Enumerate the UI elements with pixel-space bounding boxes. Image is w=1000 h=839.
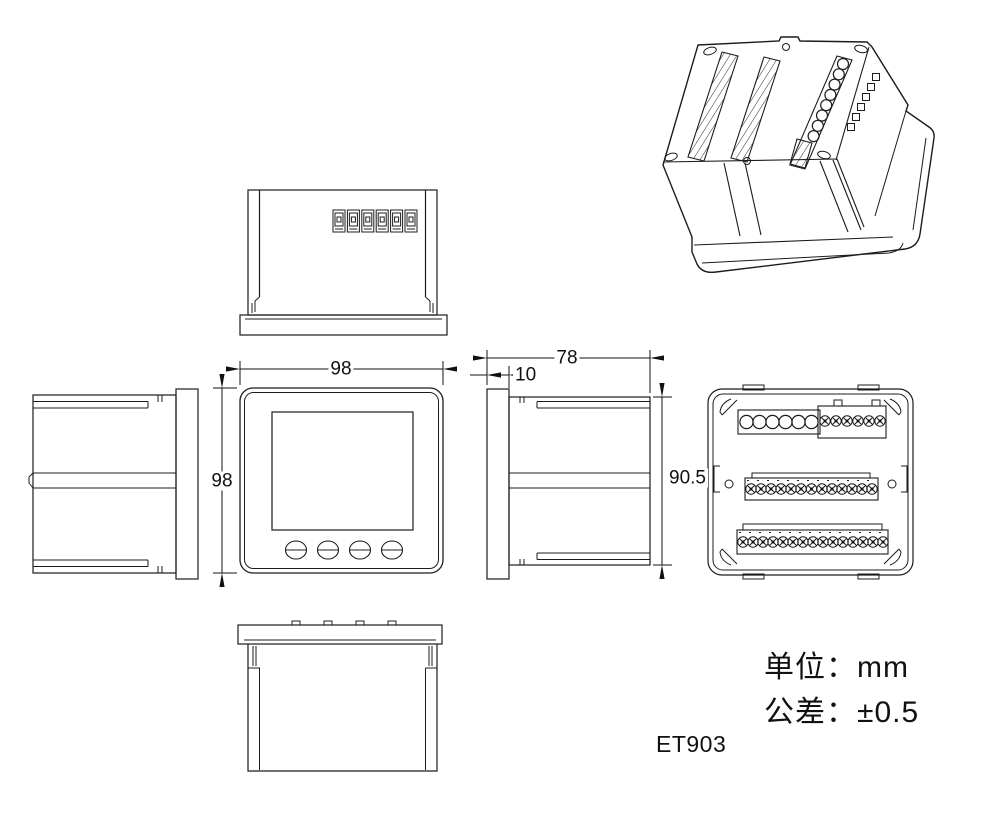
iso-terminal-strip-3	[789, 55, 853, 170]
unit-note: 单位：mm	[764, 651, 909, 684]
iso-side-connector	[847, 73, 880, 131]
front-view	[239, 387, 444, 574]
rear-corner-brackets	[719, 398, 902, 566]
bottom-view-button-marks	[291, 620, 397, 625]
top-view-body	[247, 189, 438, 316]
left-view-body	[32, 394, 177, 574]
rear-outline-inner	[712, 393, 909, 571]
bottom-view-rails	[248, 667, 437, 770]
dim-body-height-lines	[653, 383, 672, 579]
iso-left-rail	[723, 162, 762, 237]
front-buttons	[284, 540, 404, 560]
top-view-right-clip	[425, 296, 434, 313]
top-view	[239, 189, 448, 336]
bottom-view	[237, 620, 443, 772]
rear-middle-terminal-block	[724, 472, 897, 501]
right-view-middle-band	[509, 472, 650, 489]
tolerance-note: 公差：±0.5	[764, 696, 920, 729]
rear-view	[707, 384, 914, 580]
front-bezel-outer	[239, 387, 444, 574]
rear-side-notches	[713, 465, 908, 493]
rear-edge-tabs	[742, 384, 880, 580]
left-view-bezel	[175, 388, 199, 580]
dim-front-width-label: 98	[328, 358, 354, 380]
left-view-bottom-rail	[33, 559, 149, 567]
iso-body-right-edge	[836, 158, 865, 228]
rear-ring-terminal-block	[737, 409, 821, 435]
rear-outline-outer	[707, 388, 914, 576]
dim-front-height-label: 98	[209, 470, 235, 492]
iso-right-rail	[819, 159, 862, 233]
iso-side-face-edge	[874, 110, 907, 217]
dim-bezel-depth-label: 10	[513, 364, 539, 386]
isometric-view	[662, 36, 935, 274]
iso-panel-right-edge	[835, 46, 870, 161]
top-view-bezel-flange	[239, 314, 448, 336]
iso-screw-holes	[664, 43, 868, 165]
left-view-top-rail	[33, 401, 149, 409]
right-view-body	[508, 396, 651, 566]
iso-bezel-inner-line	[701, 137, 927, 264]
bottom-view-bezel-flange	[237, 624, 443, 645]
top-view-left-clip	[251, 296, 260, 313]
left-view-clip-ticks	[157, 395, 163, 573]
right-side-view	[486, 388, 651, 580]
iso-strip-3-hatch	[789, 138, 813, 169]
bottom-view-body	[247, 644, 438, 772]
dim-bezel-depth-lines	[470, 366, 523, 388]
left-view-clip-tip	[28, 472, 34, 489]
dim-body-height-label: 90.5	[667, 467, 708, 489]
front-bezel-inner	[244, 392, 439, 569]
rear-bottom-terminal-block	[736, 523, 889, 555]
left-view-middle-band	[33, 472, 176, 489]
right-view-clip-ticks	[519, 397, 525, 565]
iso-terminal-strip-2	[730, 56, 781, 163]
bottom-view-clip-lines	[252, 646, 433, 666]
rear-aux-terminal-block	[817, 399, 887, 439]
left-side-view	[28, 388, 199, 580]
iso-ring-terminals	[807, 57, 850, 143]
iso-bezel-crease	[693, 236, 894, 246]
top-view-terminal-block	[332, 209, 418, 233]
iso-terminal-strip-1	[687, 51, 739, 162]
model-label: ET903	[656, 731, 727, 757]
right-view-bezel	[486, 388, 510, 580]
right-view-bottom-rail	[536, 552, 650, 560]
right-view-top-rail	[536, 401, 650, 409]
dim-total-depth-label: 78	[554, 347, 580, 369]
iso-outline	[662, 36, 935, 274]
front-display	[271, 411, 414, 531]
